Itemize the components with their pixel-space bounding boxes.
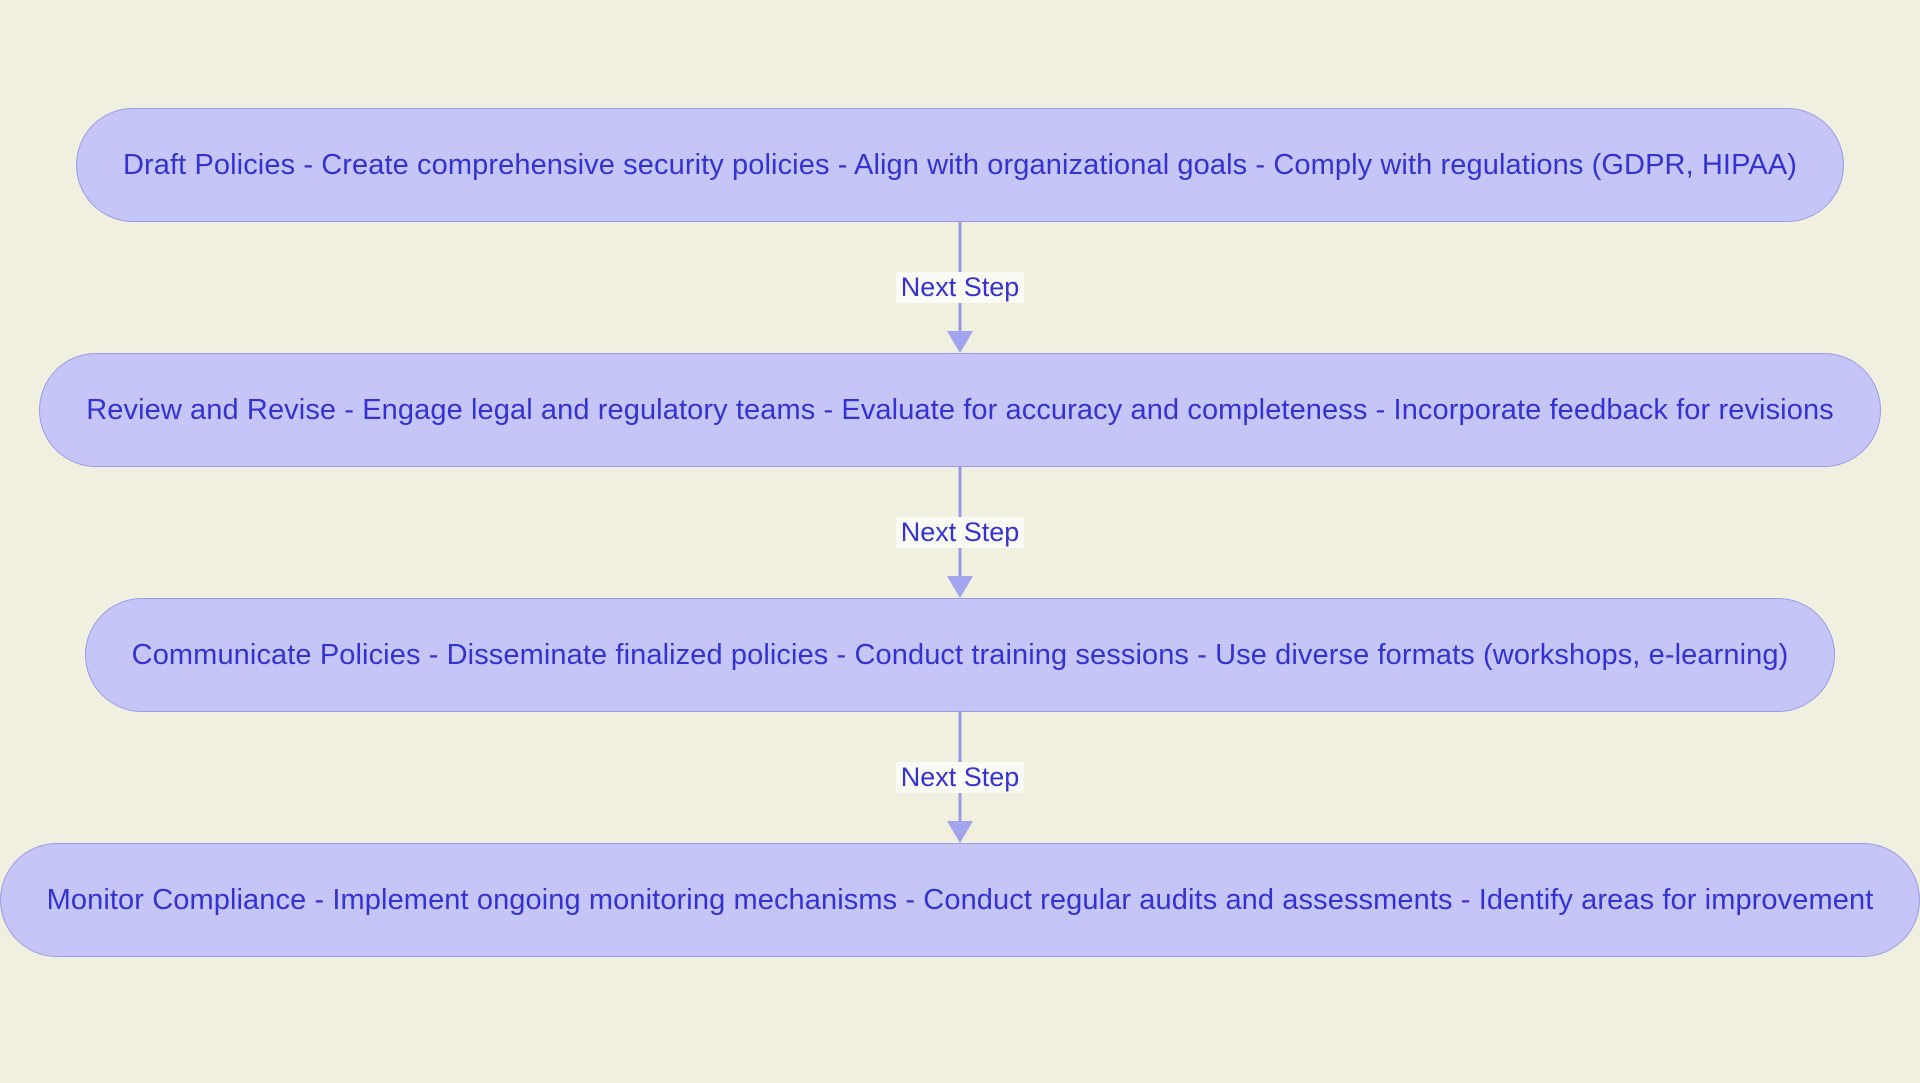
arrowhead-icon bbox=[947, 821, 973, 843]
arrowhead-icon bbox=[947, 576, 973, 598]
node-label: Communicate Policies - Disseminate final… bbox=[131, 638, 1789, 671]
flowchart-node-monitor-compliance[interactable]: Monitor Compliance - Implement ongoing m… bbox=[0, 843, 1920, 957]
flowchart-node-draft-policies[interactable]: Draft Policies - Create comprehensive se… bbox=[75, 108, 1845, 222]
flowchart-edge-communicate-policies-to-monitor-compliance: Next Step bbox=[850, 712, 1070, 843]
arrowhead-icon bbox=[947, 331, 973, 353]
flowchart-node-communicate-policies[interactable]: Communicate Policies - Disseminate final… bbox=[84, 598, 1836, 712]
node-label: Monitor Compliance - Implement ongoing m… bbox=[46, 883, 1874, 916]
node-label: Draft Policies - Create comprehensive se… bbox=[122, 148, 1798, 181]
edge-label: Next Step bbox=[895, 516, 1025, 549]
edge-label: Next Step bbox=[895, 271, 1025, 304]
node-label: Review and Revise - Engage legal and reg… bbox=[86, 393, 1834, 426]
flowchart-edge-draft-policies-to-review-and-revise: Next Step bbox=[850, 222, 1070, 353]
flowchart-node-review-and-revise[interactable]: Review and Revise - Engage legal and reg… bbox=[39, 353, 1881, 467]
edge-label: Next Step bbox=[895, 761, 1025, 794]
flowchart-edge-review-and-revise-to-communicate-policies: Next Step bbox=[850, 467, 1070, 598]
